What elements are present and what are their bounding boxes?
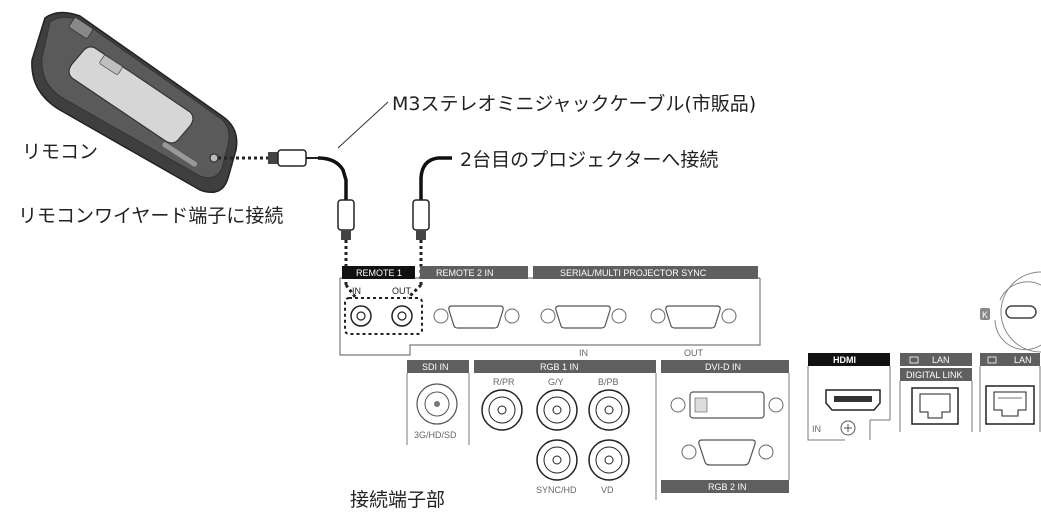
lower-panel: SDI IN 3G/HD/SD RGB 1 IN R/PR G/Y B/PB S… <box>406 271 1041 500</box>
remote-cable <box>218 149 358 299</box>
remote-control-illustration <box>31 11 238 193</box>
lan1-label: LAN <box>932 355 950 365</box>
second-projector-label: 2台目のプロジェクターへ接続 <box>460 149 718 171</box>
rgb2-label: RGB 2 IN <box>708 482 747 492</box>
dvi-label: DVI-D IN <box>705 362 741 372</box>
rgb1-r-bnc[interactable] <box>481 389 523 431</box>
rgb1-b-bnc[interactable] <box>588 389 630 431</box>
vd-bnc[interactable] <box>588 439 630 481</box>
dvi-connector[interactable] <box>670 391 784 419</box>
sdi-in-label: SDI IN <box>422 362 449 372</box>
rgb1-g-label: G/Y <box>548 377 564 387</box>
serial-in-dsub-connector[interactable] <box>540 305 627 329</box>
hdmi-label: HDMI <box>833 355 856 365</box>
rgb1-label: RGB 1 IN <box>540 362 579 372</box>
sync-bnc[interactable] <box>536 439 578 481</box>
serial-in-label: IN <box>579 348 588 358</box>
network-icon <box>987 356 997 364</box>
rgb1-b-label: B/PB <box>598 377 619 387</box>
lan2-label: LAN <box>1014 355 1032 365</box>
remote1-in-label: IN <box>352 286 361 296</box>
serial-out-dsub-connector[interactable] <box>650 305 737 329</box>
hdmi-port[interactable] <box>825 389 881 411</box>
vd-label: VD <box>601 485 614 495</box>
remote2-label: REMOTE 2 IN <box>436 268 494 278</box>
remote1-label: REMOTE 1 <box>356 268 402 278</box>
lan-rj45-port[interactable] <box>985 385 1035 425</box>
rgb1-r-label: R/PR <box>493 377 515 387</box>
rgb2-vga-connector[interactable] <box>681 439 774 466</box>
digital-link-rj45-port[interactable] <box>911 387 959 425</box>
serial-out-label: OUT <box>684 348 704 358</box>
lock-icon <box>980 308 990 320</box>
digital-link-label: DIGITAL LINK <box>906 370 963 380</box>
remote2-dsub-connector[interactable] <box>433 305 520 329</box>
sync-label: SYNC/HD <box>536 485 577 495</box>
wired-terminal-label: リモコンワイヤード端子に接続 <box>18 205 283 227</box>
cable-label: M3ステレオミニジャックケーブル(市販品) <box>392 92 756 115</box>
cable-leader-line <box>337 101 389 149</box>
terminal-section-label: 接続端子部 <box>350 489 445 511</box>
upper-panel: REMOTE 1 REMOTE 2 IN SERIAL/MULTI PROJEC… <box>339 266 761 358</box>
hdmi-in-label: IN <box>812 424 821 434</box>
network-icon <box>909 356 919 364</box>
security-lock-slot[interactable] <box>994 271 1041 353</box>
rgb1-g-bnc[interactable] <box>536 389 578 431</box>
remote-label: リモコン <box>22 141 98 163</box>
lock-glyph: K <box>982 310 988 320</box>
serial-sync-label: SERIAL/MULTI PROJECTOR SYNC <box>560 268 707 278</box>
remote1-out-label: OUT <box>392 286 412 296</box>
sdi-sub-label: 3G/HD/SD <box>414 430 457 440</box>
